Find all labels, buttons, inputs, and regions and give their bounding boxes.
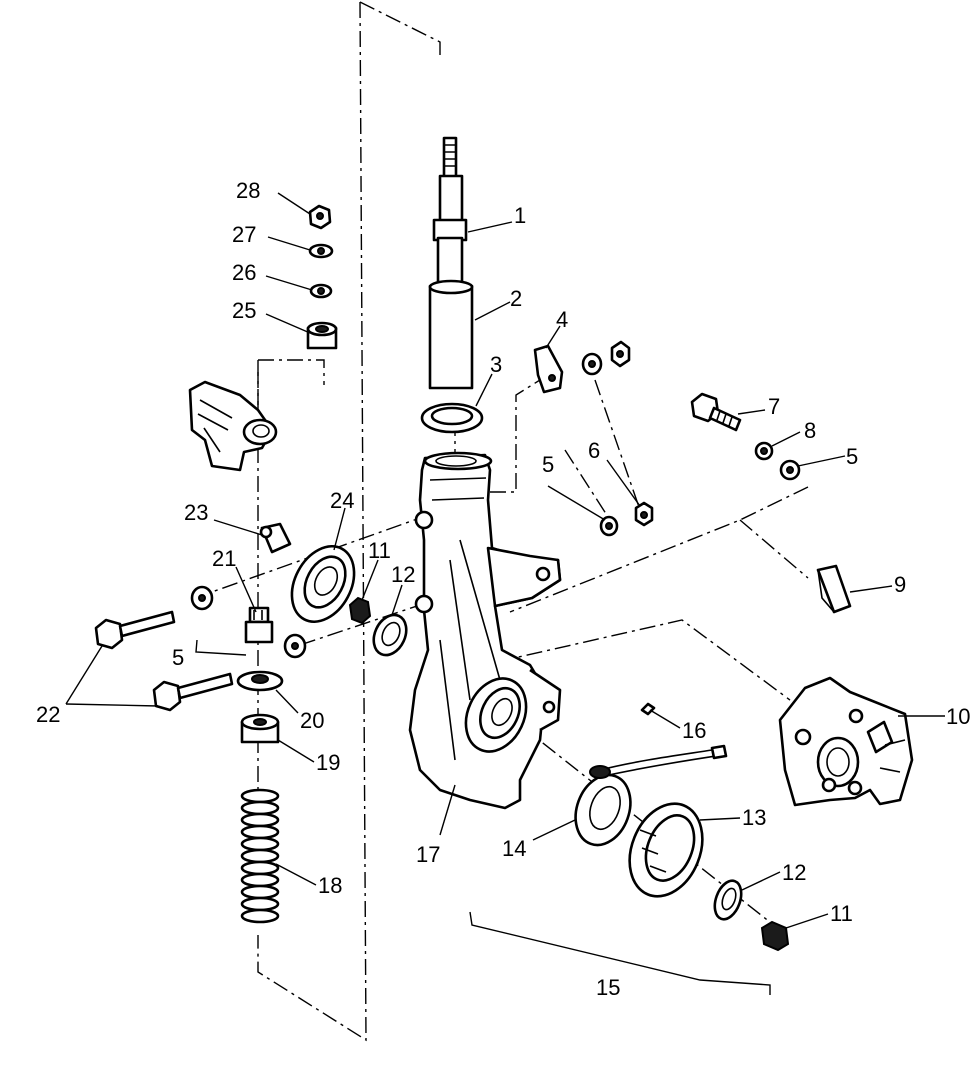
callout-21: 21 (212, 546, 236, 571)
lower-left-hardware (94, 522, 307, 712)
callout-20: 20 (300, 708, 324, 733)
callout-17: 17 (416, 842, 440, 867)
callout-14: 14 (502, 836, 526, 861)
callout-11a: 11 (368, 538, 391, 563)
callout-15: 15 (596, 975, 620, 1000)
bearing-set-left (290, 545, 408, 657)
assembly-lines (194, 1, 809, 1042)
callout-6: 6 (588, 438, 600, 463)
top-mount-hardware (306, 204, 338, 350)
spring-assembly (236, 670, 284, 924)
callout-9: 9 (894, 572, 906, 597)
bracket-plate (533, 344, 564, 394)
callout-10: 10 (946, 704, 970, 729)
callout-27: 27 (232, 222, 256, 247)
callout-24: 24 (330, 488, 354, 513)
callout-13: 13 (742, 805, 766, 830)
callout-2: 2 (510, 286, 522, 311)
brake-caliper (778, 676, 914, 807)
sensor-wire (589, 702, 728, 779)
group-bracket (469, 911, 771, 995)
callout-19: 19 (316, 750, 340, 775)
washers-nuts-upper (581, 340, 801, 537)
callout-5b: 5 (846, 444, 858, 469)
seal-ring (420, 402, 484, 434)
callout-18: 18 (318, 873, 342, 898)
strut-shaft (432, 136, 468, 290)
strut-tube (428, 279, 474, 390)
callout-3: 3 (490, 352, 502, 377)
callout-23: 23 (184, 500, 208, 525)
brake-pad (816, 564, 852, 614)
callout-1: 1 (514, 203, 526, 228)
callout-11b: 11 (830, 901, 853, 926)
upper-mount-bracket (188, 380, 278, 472)
callout-22: 22 (36, 702, 60, 727)
steering-knuckle (408, 451, 562, 810)
callout-26: 26 (232, 260, 256, 285)
callout-5c: 5 (172, 645, 184, 670)
callout-25: 25 (232, 298, 256, 323)
callout-12a: 12 (391, 562, 415, 587)
callout-4: 4 (556, 307, 568, 332)
bearing-set-right (574, 773, 790, 952)
caliper-bolt (690, 392, 742, 432)
callout-labels: 1 2 3 4 5 5 5 6 7 8 9 10 11 11 12 12 13 … (36, 178, 970, 1000)
callout-12b: 12 (782, 860, 806, 885)
leader-lines (65, 192, 945, 929)
callout-5a: 5 (542, 452, 554, 477)
callout-8: 8 (804, 418, 816, 443)
callout-7: 7 (768, 394, 780, 419)
coil-spring (240, 788, 280, 924)
callout-16: 16 (682, 718, 706, 743)
callout-28: 28 (236, 178, 260, 203)
